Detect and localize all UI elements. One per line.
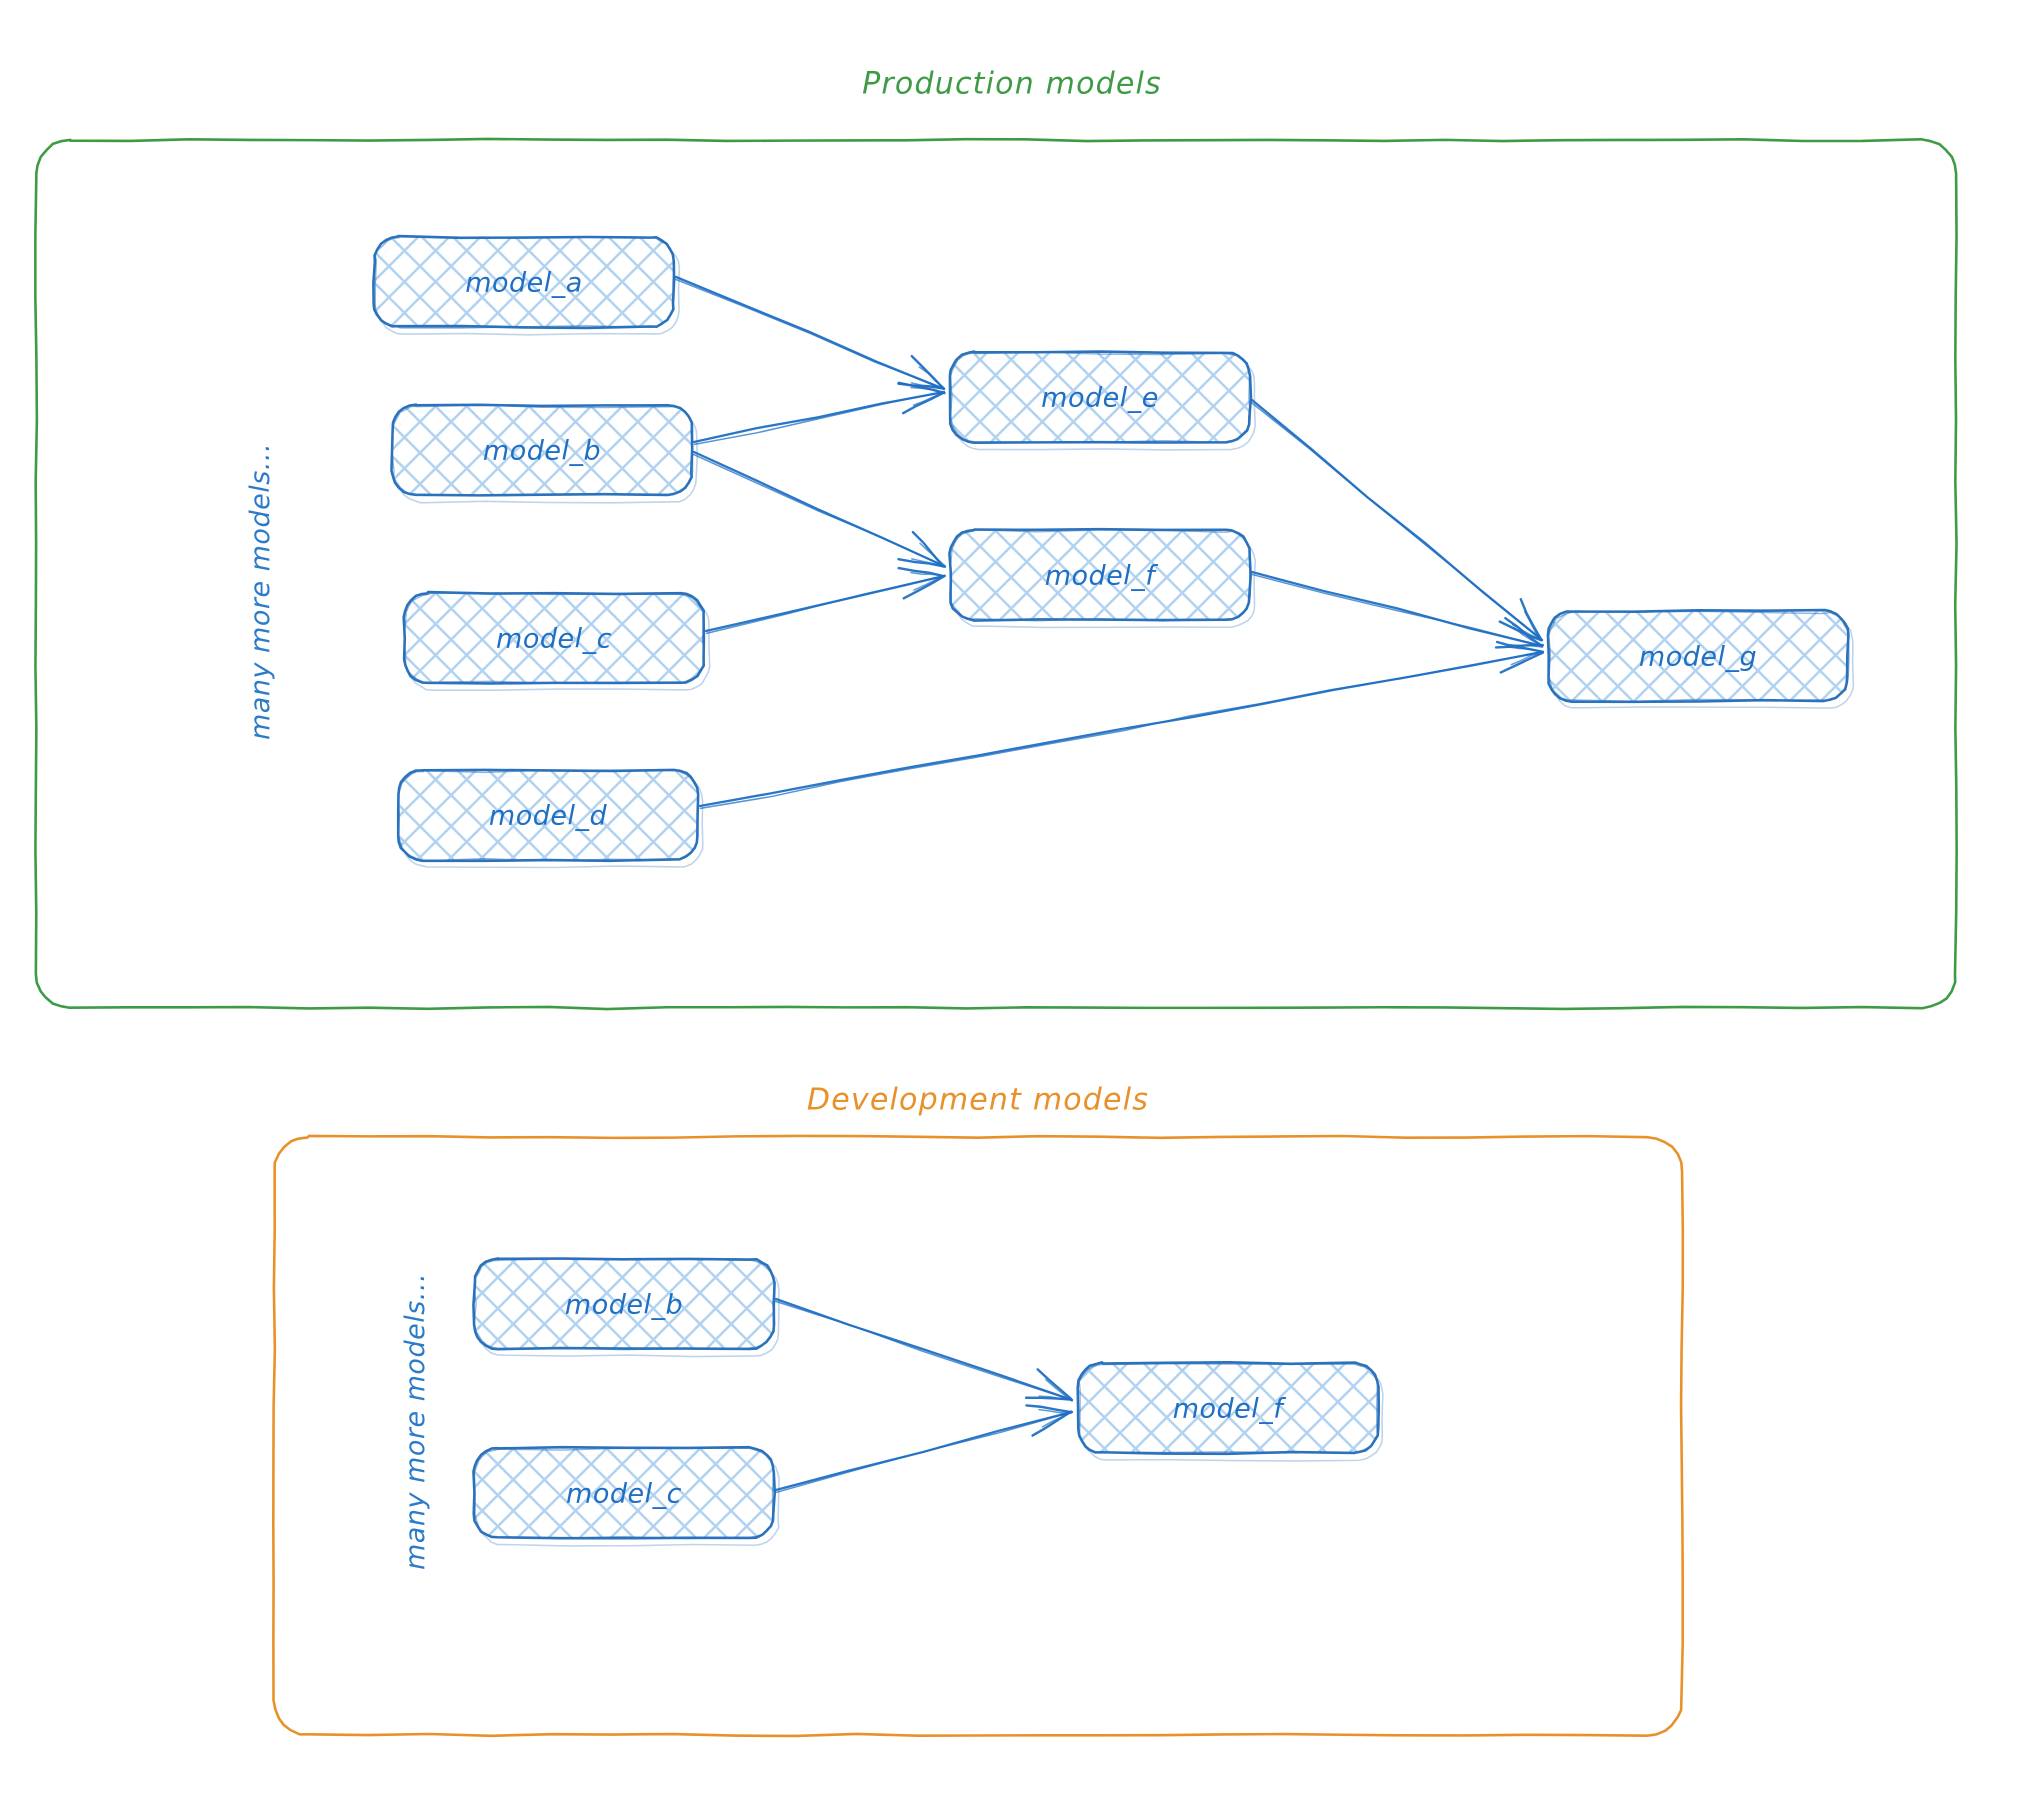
node-prod_model_g[interactable] <box>1546 608 1855 709</box>
edge-prod_model_e-to-prod_model_g <box>1249 398 1544 642</box>
group-container-development <box>272 1134 1685 1738</box>
node-prod_model_d[interactable] <box>396 768 704 869</box>
node-prod_model_c[interactable] <box>402 590 711 691</box>
edge-dev_model_c-to-dev_model_f <box>774 1404 1074 1494</box>
edge-prod_model_b-to-prod_model_f <box>692 450 947 568</box>
node-dev_model_f[interactable] <box>1076 1361 1384 1462</box>
node-prod_model_b[interactable] <box>390 403 699 504</box>
edge-prod_model_d-to-prod_model_g <box>698 640 1545 810</box>
group-title-development: Development models <box>806 1082 1150 1118</box>
node-dev_model_b[interactable] <box>472 1257 780 1358</box>
edge-prod_model_b-to-prod_model_e <box>692 381 946 446</box>
node-dev_model_c[interactable] <box>472 1445 780 1547</box>
node-prod_model_f[interactable] <box>948 527 1257 629</box>
edge-dev_model_b-to-dev_model_f <box>774 1297 1074 1402</box>
group-container-production <box>34 137 1958 1011</box>
node-prod_model_a[interactable] <box>372 234 681 336</box>
edge-prod_model_c-to-prod_model_f <box>704 566 946 635</box>
edge-prod_model_f-to-prod_model_g <box>1250 570 1545 649</box>
group-title-production: Production models <box>862 66 1162 102</box>
node-prod_model_e[interactable] <box>948 350 1256 451</box>
